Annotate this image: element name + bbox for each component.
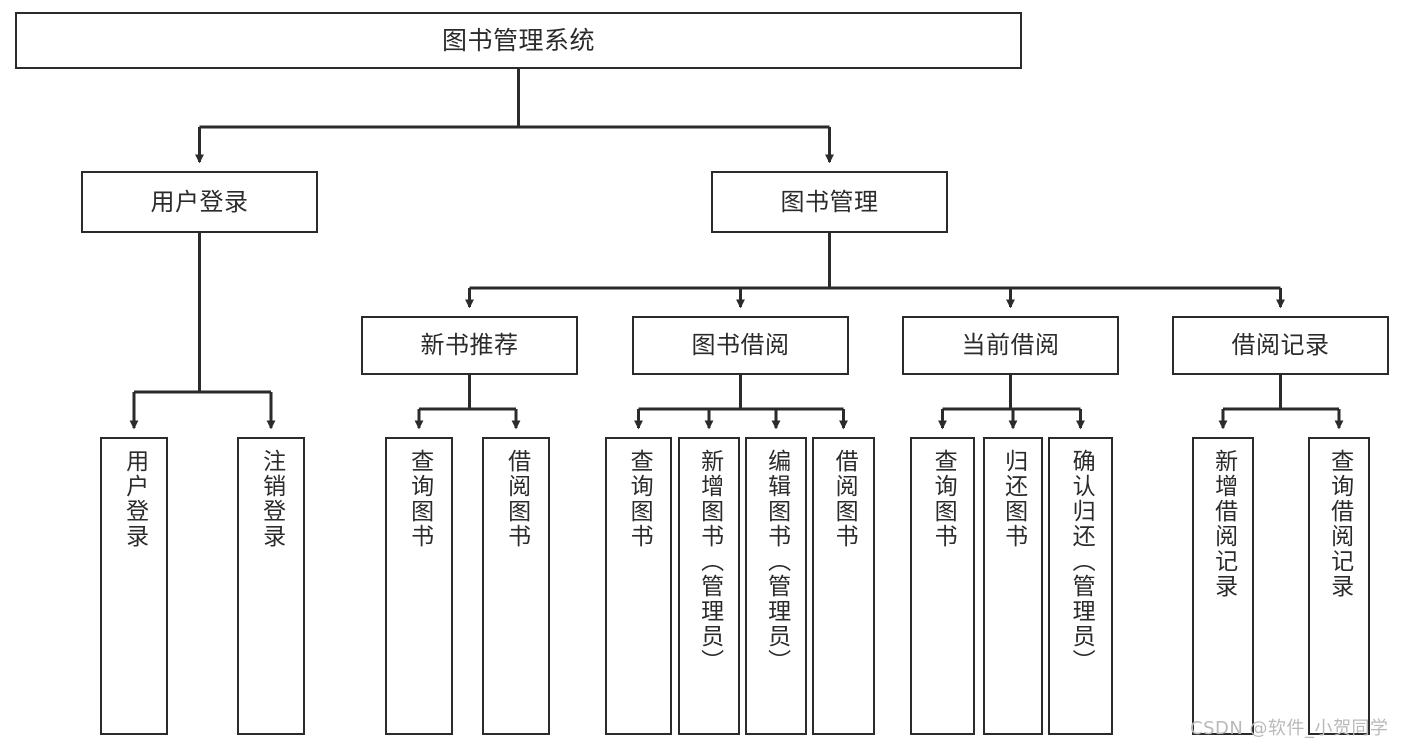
node-label: 用户登录 [121,449,148,549]
node-label: 当前借阅 [961,331,1060,360]
node-label: 新增借阅记录 [1210,449,1237,599]
node-label: 编辑图书（管理员） [763,449,790,674]
node-label: 查询借阅记录 [1326,449,1353,599]
node-user-login[interactable]: 用户登录 [81,171,318,233]
node-book-manage[interactable]: 图书管理 [711,171,948,233]
node-leaf-return-book[interactable]: 归还图书 [983,437,1043,735]
node-label: 借阅图书 [831,449,858,549]
node-leaf-confirm-return-admin[interactable]: 确认归还（管理员） [1048,437,1113,735]
node-current-borrow[interactable]: 当前借阅 [902,316,1119,375]
node-leaf-edit-book-admin[interactable]: 编辑图书（管理员） [745,437,807,735]
csdn-watermark: CSDN @软件_小贺同学 [1190,718,1389,739]
node-leaf-add-borrow-record[interactable]: 新增借阅记录 [1192,437,1254,735]
node-leaf-query-book-2[interactable]: 查询图书 [605,437,672,735]
node-label: 查询图书 [930,449,957,549]
node-label: 新书推荐 [420,331,519,360]
node-label: 图书管理系统 [441,25,595,55]
node-root[interactable]: 图书管理系统 [15,12,1022,69]
node-label: 注销登录 [258,449,285,549]
node-label: 用户登录 [150,187,249,216]
node-leaf-logout-login[interactable]: 注销登录 [237,437,305,735]
node-label: 借阅记录 [1231,331,1330,360]
node-leaf-query-borrow-record[interactable]: 查询借阅记录 [1308,437,1370,735]
node-label: 归还图书 [1000,449,1027,549]
node-leaf-borrow-book-2[interactable]: 借阅图书 [812,437,875,735]
node-label: 查询图书 [626,449,653,549]
node-label: 借阅图书 [503,449,530,549]
node-leaf-query-book-1[interactable]: 查询图书 [385,437,453,735]
node-label: 图书管理 [780,187,879,216]
node-leaf-borrow-book-1[interactable]: 借阅图书 [482,437,550,735]
node-label: 确认归还（管理员） [1068,449,1095,674]
node-leaf-user-login[interactable]: 用户登录 [100,437,168,735]
node-new-book-recommend[interactable]: 新书推荐 [361,316,578,375]
node-leaf-add-book-admin[interactable]: 新增图书（管理员） [678,437,740,735]
node-borrow-record[interactable]: 借阅记录 [1172,316,1389,375]
node-book-borrow[interactable]: 图书借阅 [632,316,849,375]
node-leaf-query-book-3[interactable]: 查询图书 [910,437,975,735]
node-label: 新增图书（管理员） [696,449,723,674]
node-label: 查询图书 [406,449,433,549]
node-label: 图书借阅 [691,331,790,360]
